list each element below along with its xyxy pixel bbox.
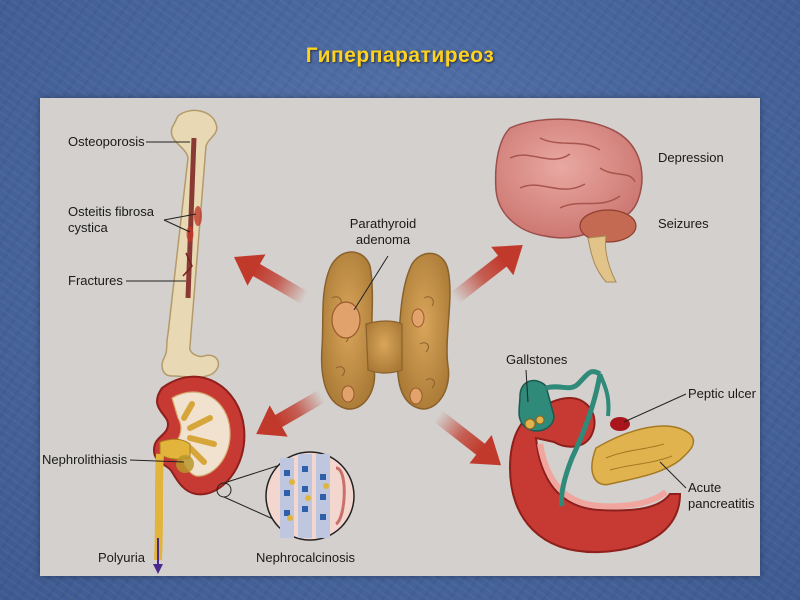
gi-organs: [510, 372, 694, 552]
osteitis-fibrosa-cystica-label: Osteitis fibrosa cystica: [68, 204, 168, 236]
figure-illustration: [40, 98, 760, 576]
polyuria-label: Polyuria: [98, 550, 145, 566]
hyperparathyroidism-figure: Parathyroid adenoma Osteoporosis Osteiti…: [40, 98, 760, 576]
osteoporosis-label: Osteoporosis: [68, 134, 145, 150]
nephrocalcinosis-magnified-view: [224, 452, 354, 540]
kidney: [153, 377, 244, 574]
acute-pancreatitis-label: Acute pancreatitis: [688, 480, 760, 512]
thyroid-gland: [322, 252, 450, 409]
arrow-to-bone: [225, 241, 314, 313]
fractures-label: Fractures: [68, 273, 123, 289]
arrow-to-gi: [427, 402, 512, 480]
gallstones-label: Gallstones: [506, 352, 567, 368]
nephrocalcinosis-label: Nephrocalcinosis: [256, 550, 355, 566]
peptic-ulcer-label: Peptic ulcer: [688, 386, 756, 402]
slide-title: Гиперпаратиреоз: [0, 44, 800, 68]
depression-label: Depression: [658, 150, 724, 166]
seizures-label: Seizures: [658, 216, 709, 232]
parathyroid-adenoma-label: Parathyroid adenoma: [342, 216, 424, 248]
arrow-to-kidney: [247, 380, 331, 449]
arrow-to-brain: [444, 231, 534, 312]
nephrolithiasis-label: Nephrolithiasis: [42, 452, 127, 468]
femur-bone: [162, 110, 218, 377]
